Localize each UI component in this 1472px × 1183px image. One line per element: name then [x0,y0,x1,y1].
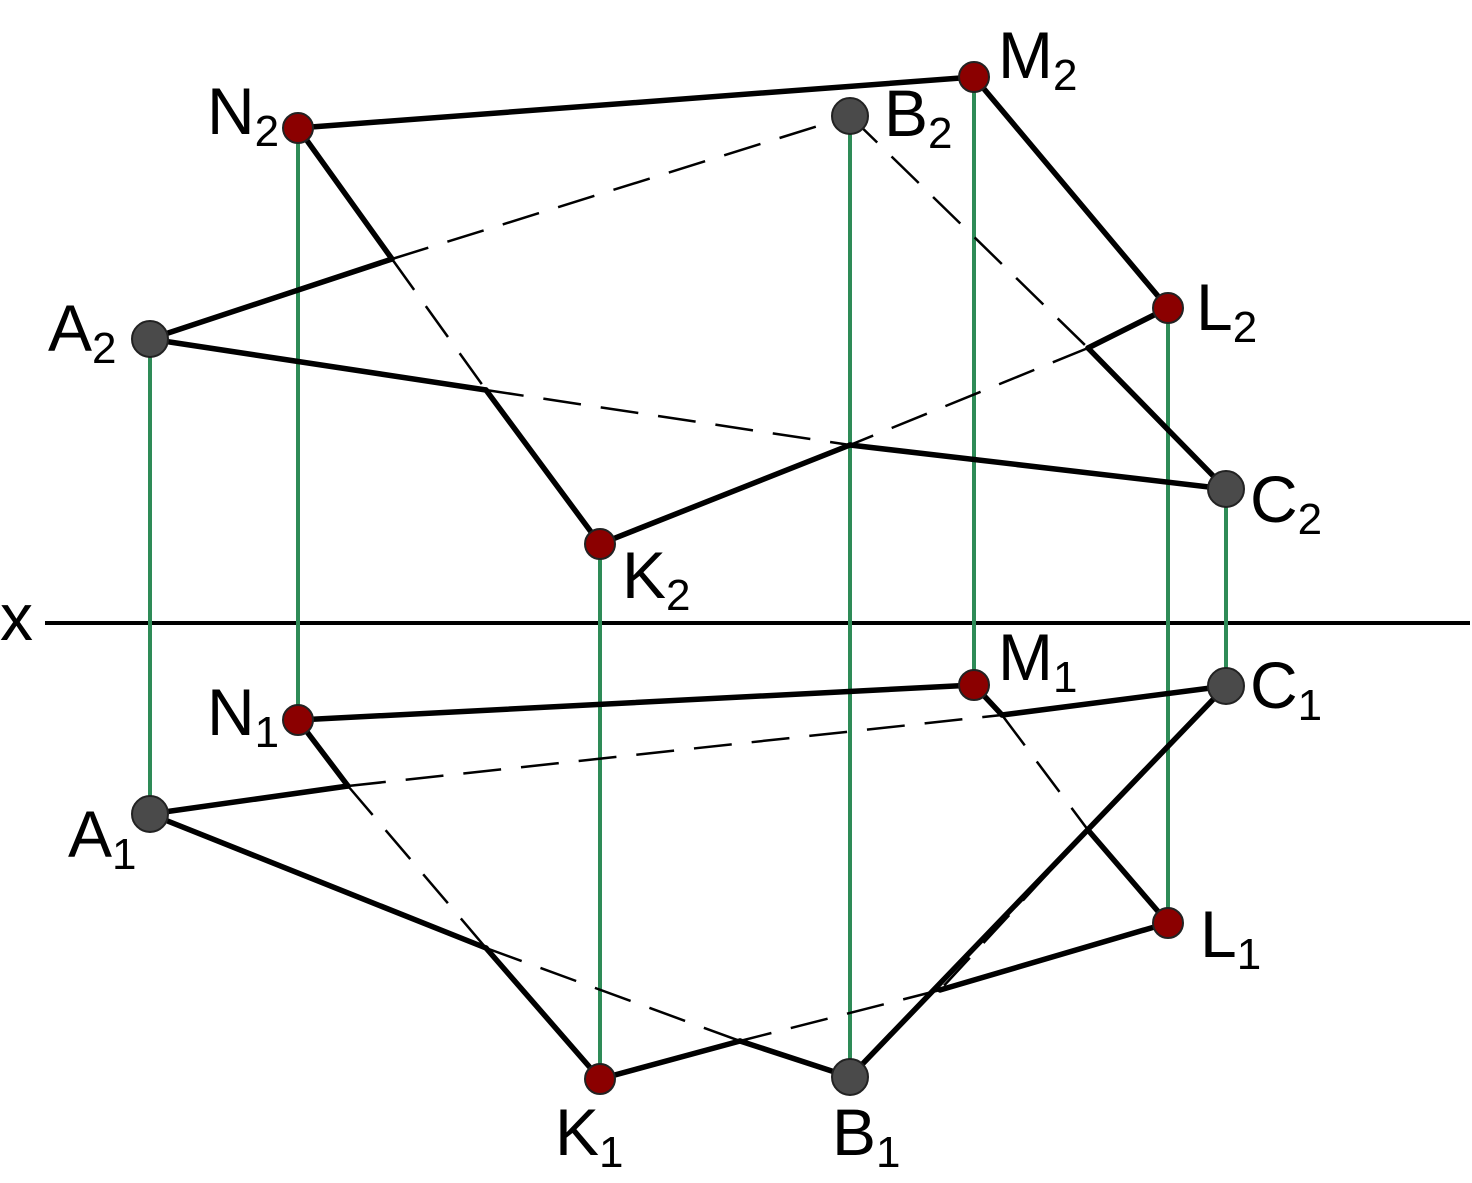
label-k2: K2 [622,538,691,620]
triangle-points [131,97,1245,1096]
quad-points [282,61,1184,1095]
label-c2: C2 [1250,462,1322,544]
label-b1: B1 [832,1095,901,1177]
edge-n1-k1-hidden [347,785,487,949]
edge-m1-l1-hidden [1000,714,1090,831]
label-k1: K1 [555,1095,624,1177]
edge-b2-c2-visible [1085,345,1229,492]
point-b1 [831,1058,869,1096]
point-l1 [1152,907,1184,939]
point-k1 [584,1063,616,1095]
edge-n1-k1-visible-2 [483,945,603,1082]
edge-b1-c1-visible [999,683,1229,718]
x-axis-label: x [0,580,33,654]
edge-l2-k2-hidden [849,346,1089,447]
edge-n1-m1 [295,682,977,723]
label-n1: N1 [207,675,279,757]
label-c1: C1 [1250,648,1322,730]
edge-n2-m2 [295,74,977,131]
edge-m2-l2 [971,74,1171,311]
edge-c1-b1-visible [847,683,1229,1080]
horizontal-visible-edges [147,682,1229,1082]
point-c2 [1207,470,1245,508]
edge-a1-b1-visible-2 [737,1038,853,1080]
point-l2 [1152,292,1184,324]
point-n2 [282,112,314,144]
edge-m1-l1-visible-2 [1085,827,1171,926]
point-k2 [584,528,616,560]
edge-l1-k1-visible [937,920,1171,993]
edge-n2-k2-hidden [390,258,488,391]
label-m1: M1 [998,620,1077,702]
edge-a1-c1-visible [147,783,351,817]
point-a2 [131,320,169,358]
edge-l2-k2-visible-2 [597,442,853,547]
edge-a2-c2-hidden [485,388,851,447]
edge-a2-b2-hidden [391,114,851,261]
frontal-hidden-edges [390,114,1089,447]
label-l1: L1 [1200,897,1261,979]
point-n1 [282,704,314,736]
edge-a2-c2-visible-2 [847,442,1229,492]
edge-l1-k1-hidden [739,988,941,1043]
label-n2: N2 [207,74,279,156]
linkage-lines [148,77,1228,1079]
edge-n2-k2-visible [295,125,395,262]
edge-a1-b1-hidden [485,946,741,1043]
edge-a1-c1-hidden [347,713,1003,788]
label-a2: A2 [48,291,117,373]
point-m2 [958,61,990,93]
point-a1 [131,795,169,833]
edge-a2-b2-visible [147,256,395,342]
edge-c1-b1-hidden [939,829,1089,991]
edge-a2-c2-visible [147,336,489,393]
frontal-visible-edges [147,74,1229,547]
label-l2: L2 [1196,270,1257,352]
edge-l1-k1-visible-2 [597,1038,743,1082]
horizontal-hidden-edges [347,713,1090,1043]
edge-b2-c2-hidden [849,115,1089,349]
point-c1 [1207,667,1245,705]
edge-n2-k2-visible-2 [483,387,603,547]
point-m1 [958,669,990,701]
edge-a1-b1-visible [147,811,489,951]
label-m2: M2 [998,18,1077,100]
label-a1: A1 [68,797,137,879]
label-b2: B2 [884,76,953,158]
point-b2 [831,97,869,135]
